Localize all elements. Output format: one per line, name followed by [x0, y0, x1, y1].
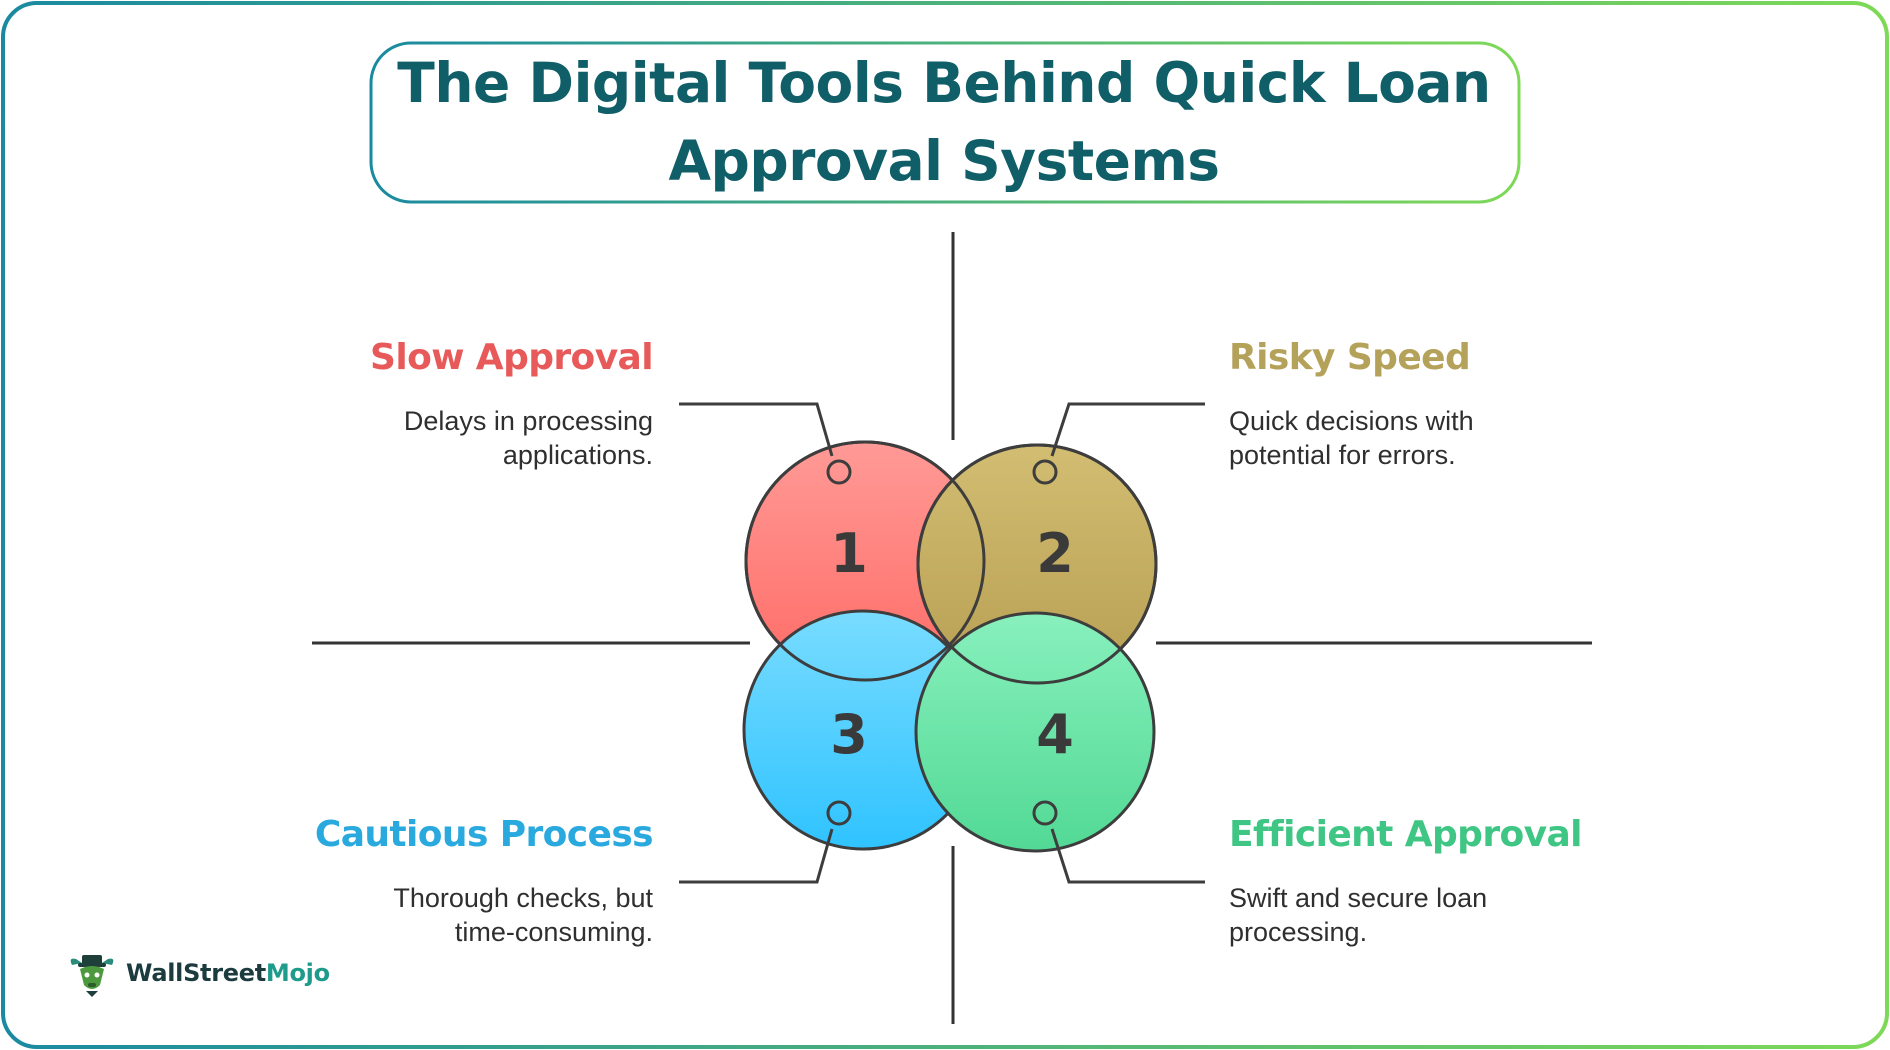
quadrant-3-title: Cautious Process	[314, 814, 654, 855]
connector-1	[679, 402, 834, 457]
title-frame	[369, 41, 1521, 204]
circle-4-number: 4	[1036, 703, 1074, 766]
connector-3	[679, 828, 834, 884]
connector-dot-1	[826, 459, 852, 485]
circle-2-outline	[916, 443, 1158, 685]
circle-2-number: 2	[1036, 522, 1074, 585]
page-title: The Digital Tools Behind Quick Loan Appr…	[397, 51, 1491, 193]
logo-text-part2: Mojo	[265, 959, 330, 987]
quadrant-2-title: Risky Speed	[1229, 337, 1471, 378]
connector-4	[1050, 828, 1205, 884]
circle-4	[914, 611, 1156, 853]
circle-1-number: 1	[830, 522, 868, 585]
wallstreetmojo-logo: WallStreetMojo	[66, 947, 330, 999]
circle-1-outline	[744, 440, 986, 682]
bull-mascot-icon	[70, 955, 114, 997]
quadrant-1-title: Slow Approval	[370, 337, 654, 378]
logo-text-part1: WallStreet	[126, 959, 266, 987]
connector-2	[1050, 402, 1205, 457]
quadrant-4-title: Efficient Approval	[1229, 814, 1583, 855]
quadrant-1-description: Delays in processing applications.	[403, 406, 653, 470]
quadrant-4-description: Swift and secure loan processing.	[1229, 883, 1488, 947]
connector-dot-2	[1032, 459, 1058, 485]
quadrant-2-description: Quick decisions with potential for error…	[1229, 406, 1474, 470]
connector-dot-4	[1032, 800, 1058, 826]
connector-dot-3	[826, 800, 852, 826]
logo-wordmark: WallStreetMojo	[126, 959, 330, 987]
title-container: The Digital Tools Behind Quick Loan Appr…	[372, 44, 1516, 200]
quadrant-3-description: Thorough checks, but time-consuming.	[393, 883, 653, 947]
circle-3-number: 3	[830, 703, 868, 766]
